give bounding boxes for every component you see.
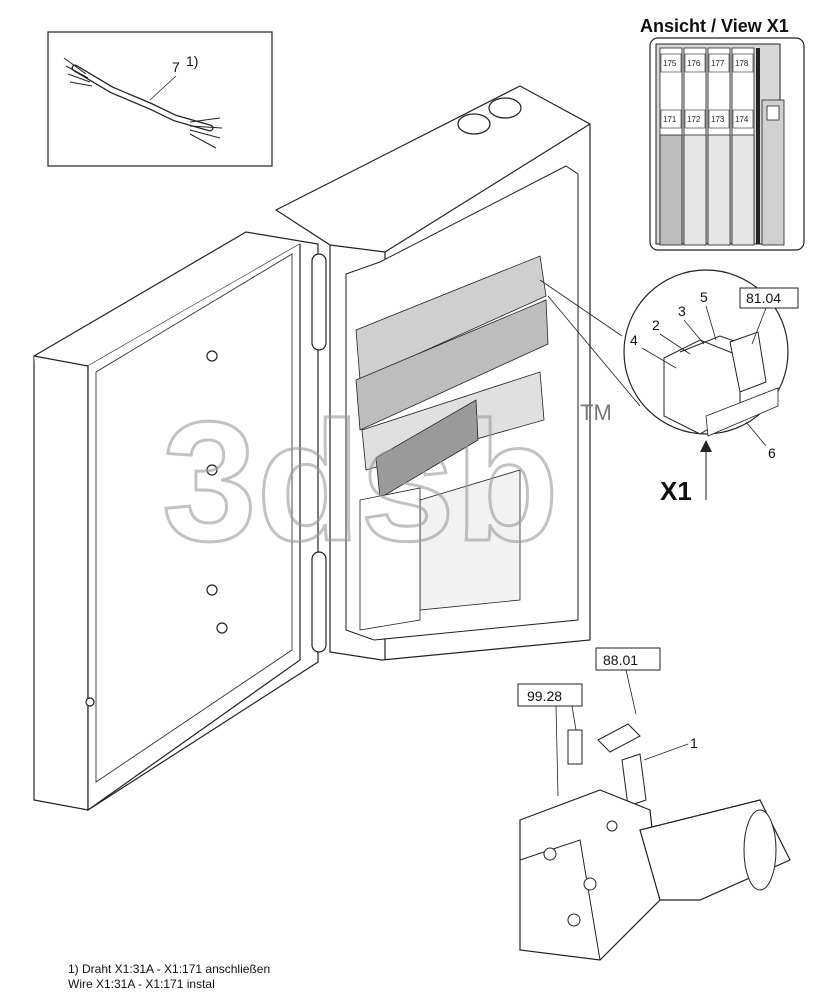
connector-label-x1: X1: [660, 476, 692, 506]
terminal-block-detail: 81.04 4 2 3 5 6 X1: [539, 269, 799, 506]
terminal-172: 172: [687, 115, 701, 124]
ref-88-01: 88.01: [603, 652, 638, 668]
terminal-176: 176: [687, 59, 701, 68]
callout-6: 6: [768, 445, 776, 461]
footnote-line-1: 1) Draht X1:31A - X1:171 anschließen: [68, 962, 271, 976]
terminal-171: 171: [663, 115, 677, 124]
ref-99-28: 99.28: [527, 688, 562, 704]
terminal-175: 175: [663, 59, 677, 68]
watermark-trademark: TM: [580, 400, 612, 425]
callout-3: 3: [678, 303, 686, 319]
terminal-173: 173: [711, 115, 725, 124]
callout-7-footnote-mark: 1): [186, 53, 198, 69]
callout-1: 1: [690, 735, 698, 751]
footnote: 1) Draht X1:31A - X1:171 anschließen Wir…: [68, 962, 270, 992]
callout-2: 2: [652, 317, 660, 333]
ref-81-04: 81.04: [746, 290, 781, 306]
callout-4: 4: [630, 332, 638, 348]
view-title: Ansicht / View X1: [640, 16, 789, 36]
cabinet-body: [274, 85, 591, 661]
view-x1-detail: Ansicht / View X1 175 176 177 178 171 17…: [640, 16, 805, 251]
watermark-text: 3dsb: [162, 387, 559, 577]
cabinet-door: [33, 231, 327, 812]
terminal-178: 178: [735, 59, 749, 68]
sensor-assembly: 88.01 99.28 1: [517, 647, 791, 961]
terminal-177: 177: [711, 59, 725, 68]
callout-7: 7: [172, 59, 180, 75]
terminal-174: 174: [735, 115, 749, 124]
callout-5: 5: [700, 289, 708, 305]
watermark: 3dsb TM: [161, 386, 612, 579]
footnote-line-2: Wire X1:31A - X1:171 instal: [68, 977, 215, 991]
cable-detail: 7 1): [47, 31, 273, 167]
